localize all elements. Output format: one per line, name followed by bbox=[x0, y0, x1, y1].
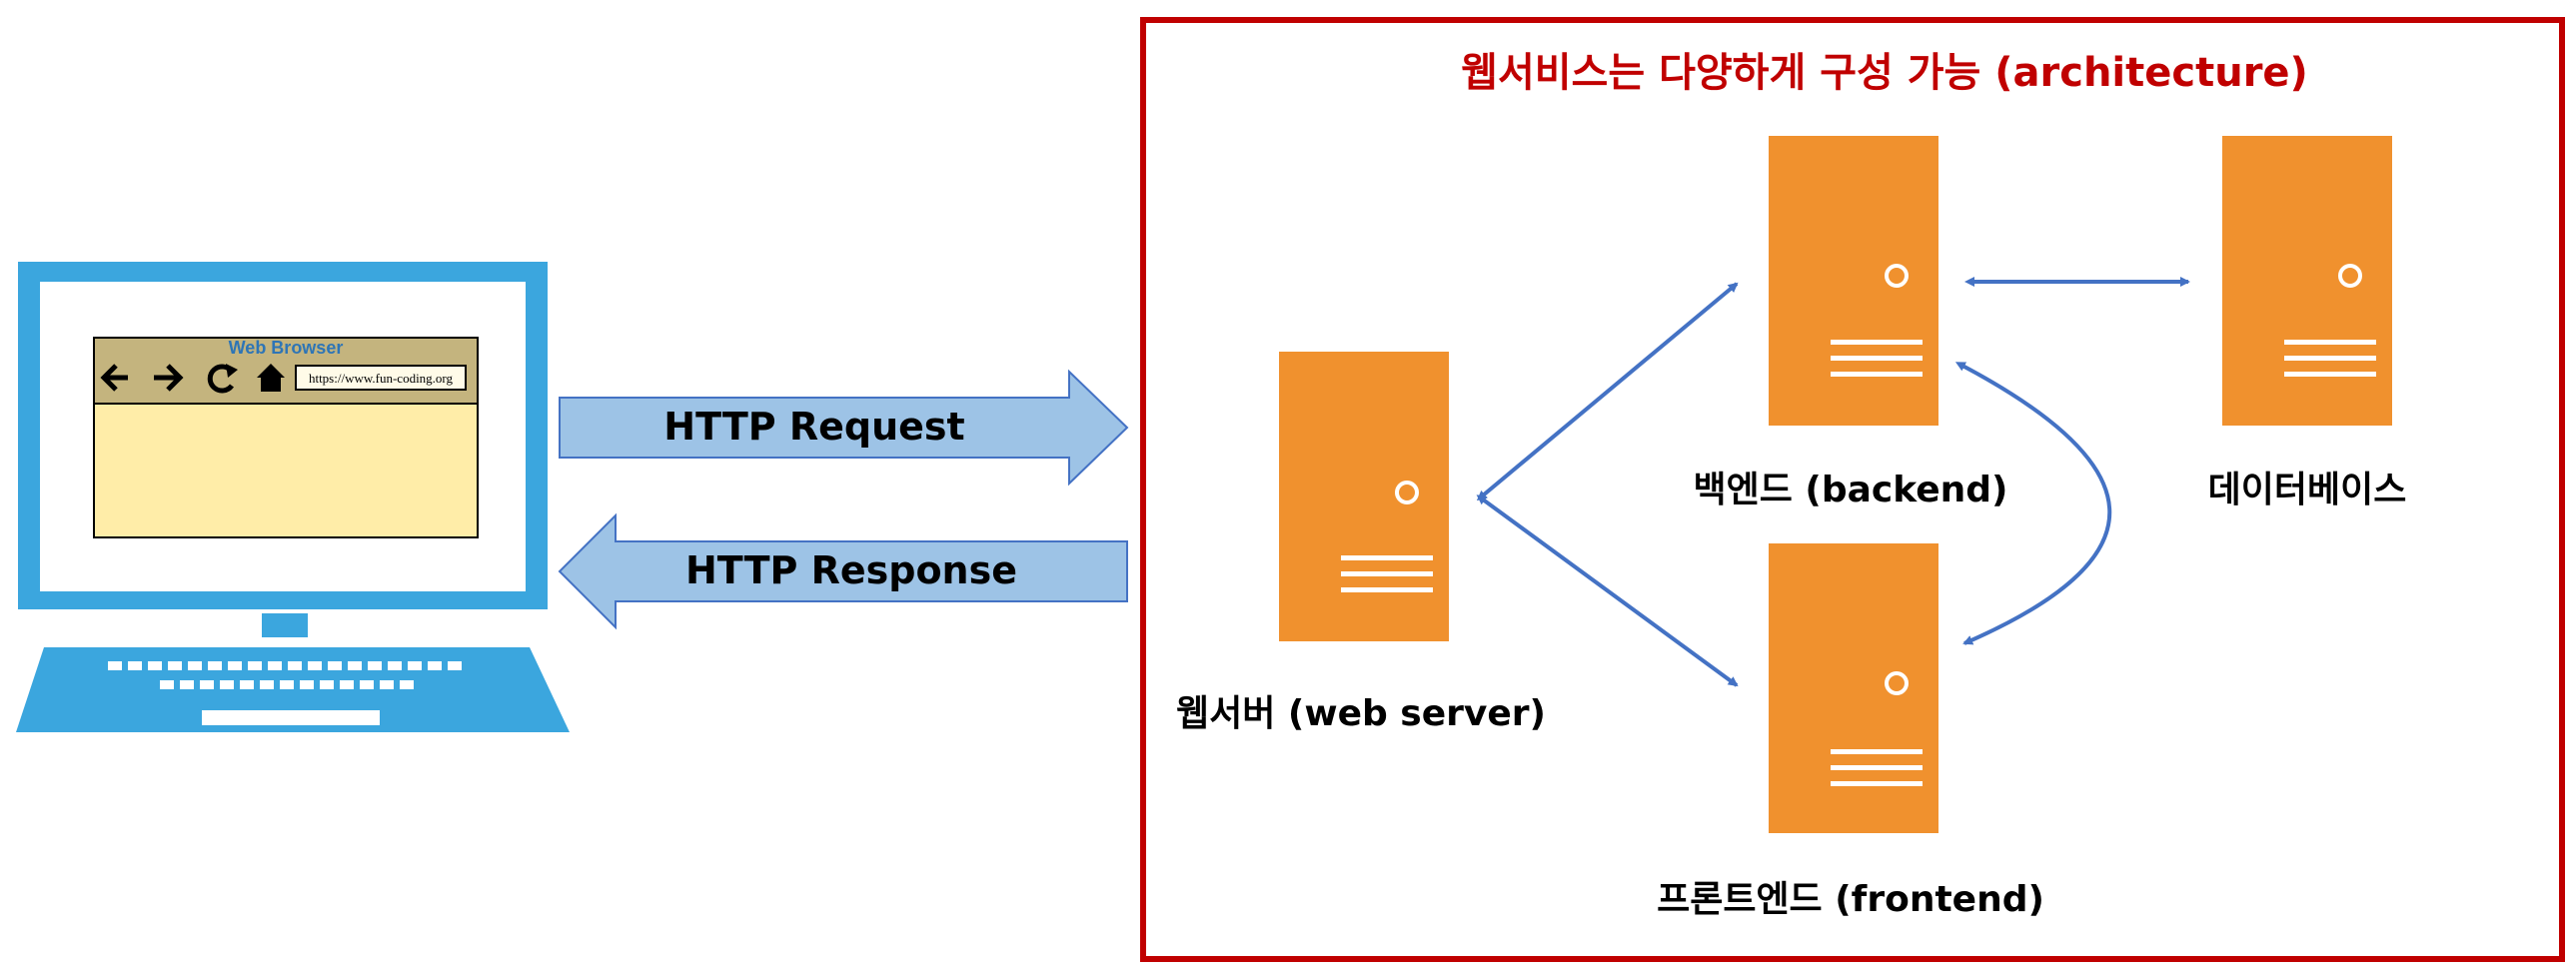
connector-webserver-backend bbox=[1476, 282, 1739, 501]
backend-label: 백엔드 (backend) bbox=[1694, 470, 2008, 510]
database-server: 데이터베이스 bbox=[2208, 136, 2407, 510]
browser-title: Web Browser bbox=[229, 338, 344, 358]
frontend-server: 프론트엔드 (frontend) bbox=[1657, 543, 2044, 920]
http-request-arrow: HTTP Request bbox=[559, 369, 1129, 487]
frontend-server-icon bbox=[1769, 543, 1938, 833]
url-bar[interactable] bbox=[295, 365, 467, 391]
web-server-label: 웹서버 (web server) bbox=[1176, 693, 1546, 734]
url-text: https://www.fun-coding.org bbox=[309, 371, 454, 386]
http-request-label: HTTP Request bbox=[663, 405, 964, 449]
backend-server: 백엔드 (backend) bbox=[1694, 136, 2008, 510]
web-browser-window: Web Browser https://www.fun-coding.org bbox=[93, 337, 479, 538]
home-icon[interactable] bbox=[257, 364, 285, 392]
computer: Web Browser https://www.fun-coding.org bbox=[16, 262, 570, 732]
arrow-left-icon[interactable] bbox=[100, 364, 128, 392]
browser-content bbox=[93, 403, 479, 538]
connector-webserver-frontend bbox=[1476, 494, 1739, 687]
database-server-icon bbox=[2222, 136, 2392, 426]
monitor-neck bbox=[262, 613, 308, 637]
web-server-icon bbox=[1279, 352, 1449, 641]
backend-server-icon bbox=[1769, 136, 1938, 426]
connector-backend-frontend bbox=[1954, 362, 2112, 645]
http-response-arrow: HTTP Response bbox=[558, 512, 1128, 630]
frontend-label: 프론트엔드 (frontend) bbox=[1657, 879, 2044, 920]
refresh-icon[interactable] bbox=[207, 364, 238, 394]
database-label: 데이터베이스 bbox=[2208, 470, 2407, 510]
architecture-frame bbox=[1140, 17, 2565, 962]
architecture-title: 웹서비스는 다양하게 구성 가능 (architecture) bbox=[1461, 50, 2308, 96]
connectors bbox=[1476, 277, 2190, 687]
web-server: 웹서버 (web server) bbox=[1176, 352, 1546, 734]
browser-toolbar bbox=[93, 337, 479, 405]
http-response-label: HTTP Response bbox=[685, 548, 1017, 592]
arrow-right-icon[interactable] bbox=[154, 364, 184, 392]
keyboard-keys bbox=[108, 661, 462, 725]
